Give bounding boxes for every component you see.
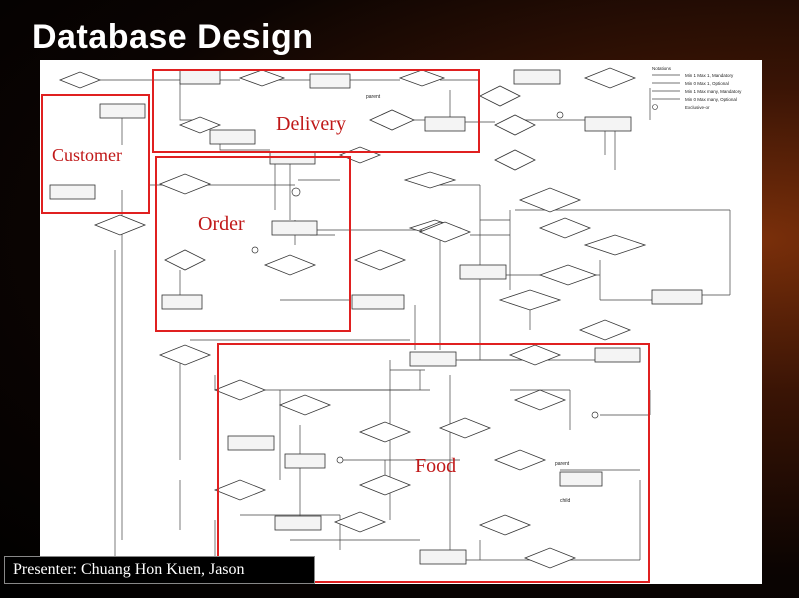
order-region xyxy=(155,156,351,332)
presenter-caption: Presenter: Chuang Hon Kuen, Jason xyxy=(4,556,315,584)
er-diagram: Notations Min 1 Max 1, Mandatory Min 0 M… xyxy=(40,60,762,584)
food-label: Food xyxy=(415,455,456,477)
notation-legend: Notations Min 1 Max 1, Mandatory Min 0 M… xyxy=(652,66,742,110)
relationship-diamonds xyxy=(58,67,647,569)
legend-item: Exclusive-or xyxy=(685,105,710,110)
er-diagram-canvas: Notations Min 1 Max 1, Mandatory Min 0 M… xyxy=(41,66,742,583)
child-annotation: child xyxy=(560,498,571,504)
parent-annotation: parent xyxy=(366,94,381,100)
highlight-regions: Delivery Order Food xyxy=(41,69,650,583)
delivery-region xyxy=(152,69,480,153)
legend-item: Min 0 Max many, Optional xyxy=(685,97,737,102)
parent-annotation: parent xyxy=(555,461,570,467)
gate-circles xyxy=(251,111,599,464)
legend-item: Min 1 Max 1, Mandatory xyxy=(685,73,734,78)
order-label: Order xyxy=(198,213,245,235)
delivery-label: Delivery xyxy=(276,113,346,135)
legend-title: Notations xyxy=(652,66,672,71)
entity-boxes xyxy=(49,69,703,565)
customer-label: Customer xyxy=(50,145,124,165)
legend-item: Min 1 Max many, Mandatory xyxy=(685,89,742,94)
customer-region xyxy=(41,94,150,214)
food-region xyxy=(217,343,650,583)
legend-item: Min 0 Max 1, Optional xyxy=(685,81,729,86)
slide-title: Database Design xyxy=(32,18,314,56)
